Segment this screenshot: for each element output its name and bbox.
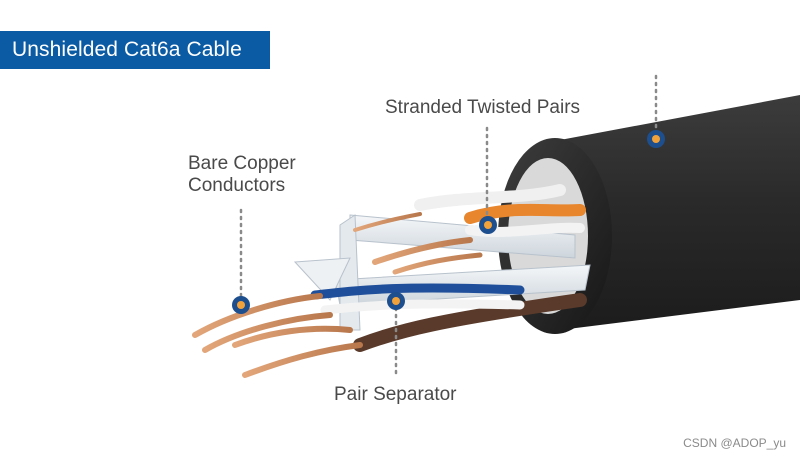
brown-pair [353,293,587,352]
marker-bare-copper [232,296,250,314]
copper-strands [192,212,483,378]
marker-jacket [647,130,665,148]
label-pair-separator: Pair Separator [334,384,457,405]
white-pair [414,184,566,211]
marker-pair-separator [387,292,405,310]
watermark: CSDN @ADOP_yu [683,436,786,450]
cable-jacket [560,95,800,330]
title-banner: Unshielded Cat6a Cable [0,31,270,69]
leader-lines [239,74,658,377]
marker-stranded-twisted-pairs [479,216,497,234]
label-stranded-twisted-pairs: Stranded Twisted Pairs [385,97,581,118]
label-bare-copper-conductors: Bare Copper Conductors [188,153,296,196]
